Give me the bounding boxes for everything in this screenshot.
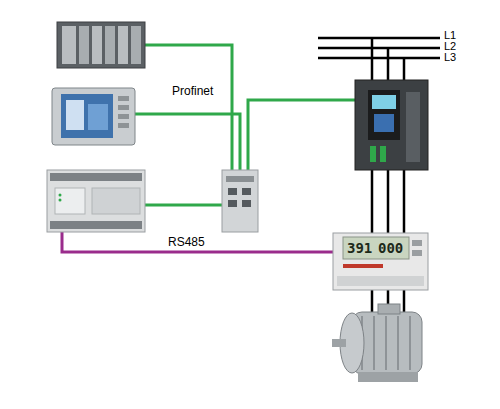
power-wire [403, 58, 406, 82]
network-label: Profinet [172, 85, 213, 97]
profinet-cable [145, 204, 222, 207]
meter-reading: 391 [347, 241, 372, 255]
meter-terminals [337, 276, 424, 286]
phase-label: L3 [444, 52, 456, 63]
hmi-key [118, 114, 129, 119]
switch-port [228, 200, 237, 207]
profinet-cable [145, 45, 232, 172]
switch-port [242, 188, 251, 195]
plc-cover [92, 188, 140, 214]
plc-terminals [50, 173, 142, 181]
meter-brand-strip [343, 264, 383, 268]
hmi-key [118, 123, 129, 128]
hmi-graphic [88, 104, 108, 130]
power-meter [333, 233, 428, 290]
phase-line [318, 47, 440, 50]
drive-keypad [374, 114, 394, 132]
rack-module [79, 26, 89, 64]
phase-label: L1 [444, 30, 456, 41]
power-wire [371, 170, 374, 235]
profinet-cable [135, 114, 240, 172]
power-wire [403, 170, 406, 235]
hmi-frame [52, 88, 135, 145]
drive-terminal [380, 146, 386, 162]
power-wire [403, 290, 406, 312]
phase-line [318, 57, 440, 60]
motor-feet [358, 372, 418, 382]
motor-terminal-box [378, 304, 400, 314]
rack-module [118, 26, 128, 64]
meter-lcd [343, 237, 409, 259]
motor-fin [373, 316, 375, 370]
hmi-screen [61, 94, 113, 138]
drive-panel [368, 90, 400, 140]
bus-label: RS485 [168, 236, 205, 248]
drive-body [355, 80, 428, 170]
rack-module [62, 26, 76, 64]
rack-module [131, 26, 141, 64]
power-wire [371, 38, 374, 82]
profinet-cables [135, 45, 355, 205]
hmi-key [118, 96, 129, 101]
motor-fin [409, 316, 411, 370]
network-switch [222, 170, 258, 232]
power-wire [371, 290, 374, 312]
rack-module [105, 26, 115, 64]
rs485-cable [62, 232, 333, 252]
switch-port [242, 200, 251, 207]
meter-button [412, 250, 422, 256]
motor-fin [397, 316, 399, 370]
phase-label: L2 [444, 41, 456, 52]
meter-reading: 000 [378, 241, 403, 255]
drive-heatsink [406, 92, 420, 162]
power-wire [387, 48, 390, 82]
switch-strip [226, 176, 254, 182]
rack-module [92, 26, 102, 64]
plc-body [47, 170, 145, 232]
hmi-graphic [66, 100, 84, 130]
motor-shaft [332, 339, 346, 347]
power-bus [318, 38, 440, 312]
drive-terminal [370, 146, 376, 162]
electric-motor [332, 304, 422, 382]
compact-plc [47, 170, 145, 232]
profinet-cable [248, 100, 355, 172]
switch-body [222, 170, 258, 232]
rack-plc [57, 22, 145, 68]
plc-led [59, 199, 62, 202]
drive-display [372, 95, 396, 109]
plc-led [59, 194, 62, 197]
hmi-panel [52, 88, 135, 145]
motor-fin [385, 316, 387, 370]
phase-line [318, 37, 440, 40]
rack-body [57, 22, 145, 68]
meter-body [333, 233, 428, 290]
power-wire [387, 170, 390, 235]
plc-cover [55, 188, 85, 214]
hmi-key [118, 105, 129, 110]
meter-button [412, 240, 422, 246]
frequency-converter [355, 80, 428, 170]
switch-port [228, 188, 237, 195]
plc-terminals [50, 221, 142, 229]
